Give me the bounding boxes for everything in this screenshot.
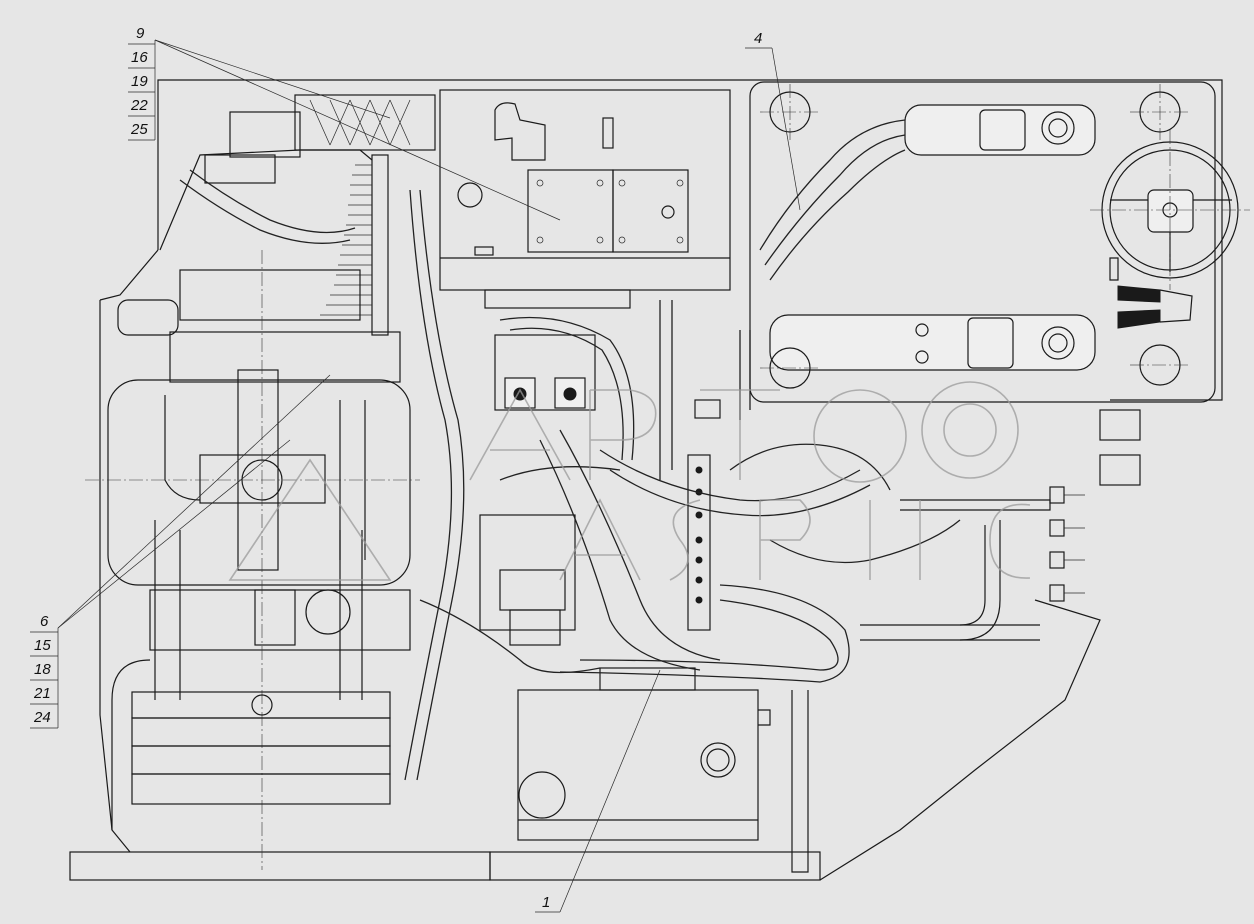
callout-19: 19 <box>131 73 148 90</box>
leader-lines <box>57 39 801 913</box>
base-frame <box>69 79 1223 881</box>
control-panel <box>749 81 1216 403</box>
lower-left-cooler <box>111 659 391 830</box>
engine-block <box>85 250 420 870</box>
hydraulic-tank <box>517 667 809 873</box>
callout-4: 4 <box>754 30 762 47</box>
callout-18: 18 <box>34 661 51 678</box>
valve-bank <box>479 334 721 646</box>
watermark <box>228 381 1031 581</box>
callout-16: 16 <box>131 49 148 66</box>
hydraulic-hoses <box>179 119 961 781</box>
callout-15: 15 <box>34 637 51 654</box>
callout-25: 25 <box>130 121 148 138</box>
callout-22: 22 <box>130 97 148 114</box>
right-fittings <box>860 409 1141 641</box>
callout-stack-bottom-left: 6 15 18 21 24 <box>30 613 58 729</box>
callout-9: 9 <box>136 25 145 42</box>
radiator <box>159 94 436 336</box>
callout-6: 6 <box>40 613 49 630</box>
callout-24: 24 <box>33 709 51 726</box>
top-tank-block <box>439 89 731 309</box>
callout-21: 21 <box>33 685 51 702</box>
callout-stack-top-left: 9 16 19 22 25 <box>128 25 155 141</box>
pedals <box>1109 257 1193 329</box>
steering-wheel <box>1090 130 1250 290</box>
callout-1: 1 <box>542 894 550 911</box>
